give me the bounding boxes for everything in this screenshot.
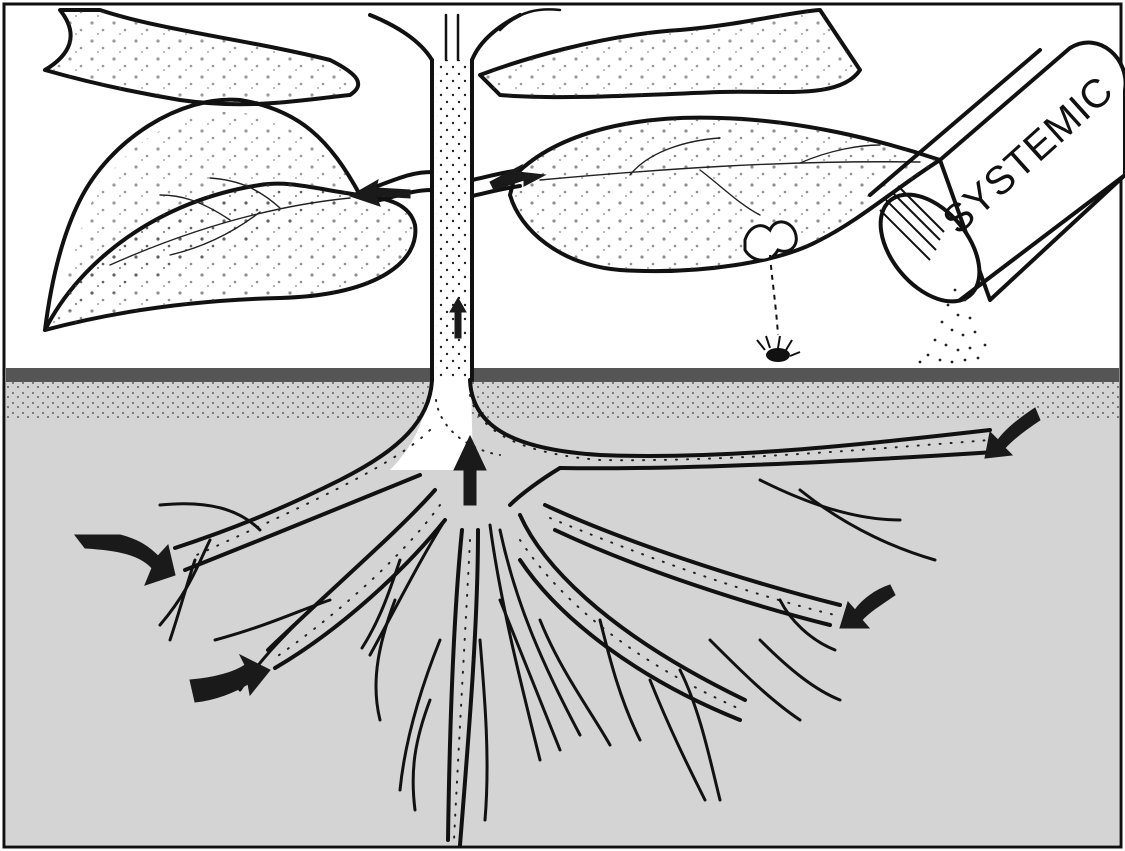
ground-line xyxy=(6,368,1119,382)
stem-texture xyxy=(436,60,468,380)
soil-surface-texture xyxy=(6,380,1119,418)
